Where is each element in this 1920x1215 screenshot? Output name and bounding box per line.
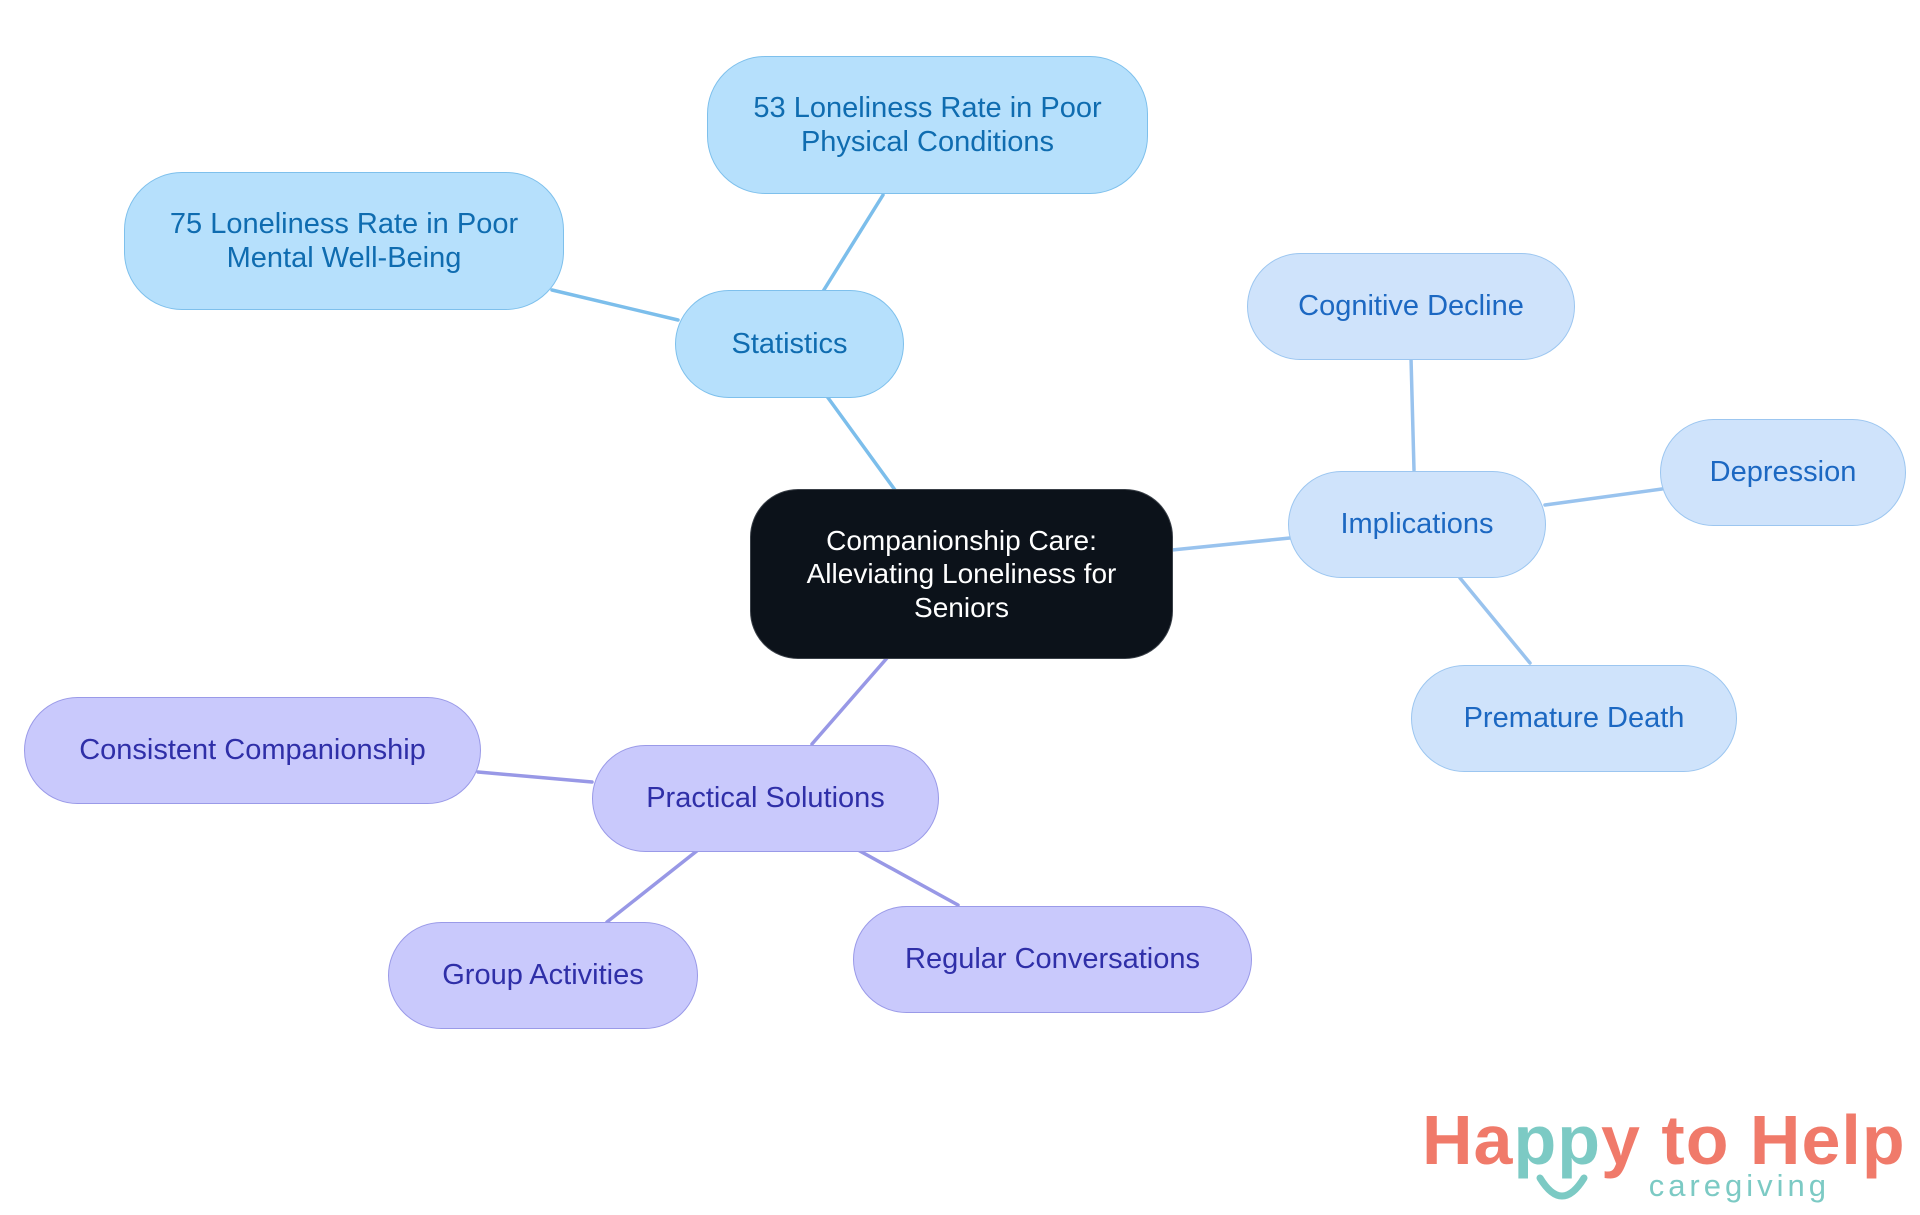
edge-statistics-physical	[820, 193, 885, 295]
consistent-companionship-label: Consistent Companionship	[79, 734, 426, 767]
depression-node: Depression	[1660, 419, 1906, 526]
physical-conditions-label: 53 Loneliness Rate in Poor Physical Cond…	[753, 91, 1102, 158]
logo-tagline: caregiving	[1648, 1168, 1830, 1203]
edge-implications-cognitive	[1409, 356, 1416, 472]
consistent-companionship-node: Consistent Companionship	[24, 697, 481, 804]
practical-solutions-label: Practical Solutions	[646, 782, 885, 815]
edge-root-statistics	[824, 393, 897, 492]
cognitive-decline-node: Cognitive Decline	[1247, 253, 1575, 360]
statistics-node: Statistics	[675, 290, 904, 398]
cognitive-decline-label: Cognitive Decline	[1298, 290, 1524, 323]
edge-root-practical	[810, 656, 889, 746]
group-activities-label: Group Activities	[442, 959, 644, 992]
implications-node: Implications	[1288, 471, 1546, 578]
edge-implications-death	[1458, 576, 1532, 665]
edge-practical-group	[605, 848, 700, 924]
statistics-label: Statistics	[731, 327, 848, 360]
logo-wordmark: Happy to Help	[1422, 1101, 1906, 1179]
edge-statistics-mental	[550, 288, 680, 322]
premature-death-label: Premature Death	[1463, 702, 1685, 735]
edge-practical-conversations	[856, 848, 960, 907]
smile-icon	[1536, 1174, 1588, 1200]
edge-implications-depression	[1543, 487, 1664, 507]
physical-conditions-node: 53 Loneliness Rate in Poor Physical Cond…	[707, 56, 1148, 194]
regular-conversations-node: Regular Conversations	[853, 906, 1252, 1013]
group-activities-node: Group Activities	[388, 922, 698, 1029]
implications-label: Implications	[1340, 508, 1494, 541]
practical-solutions-node: Practical Solutions	[592, 745, 939, 852]
root-label: Companionship Care: Alleviating Loneline…	[806, 525, 1117, 623]
edge-root-implications	[1170, 536, 1292, 552]
premature-death-node: Premature Death	[1411, 665, 1737, 772]
regular-conversations-label: Regular Conversations	[905, 943, 1200, 976]
edge-practical-companionship	[476, 770, 594, 784]
mental-wellbeing-label: 75 Loneliness Rate in Poor Mental Well-B…	[169, 207, 519, 274]
brand-logo: Happy to Help caregiving	[1422, 1100, 1905, 1210]
depression-label: Depression	[1709, 456, 1857, 489]
root-node: Companionship Care: Alleviating Loneline…	[750, 489, 1173, 659]
mental-wellbeing-node: 75 Loneliness Rate in Poor Mental Well-B…	[124, 172, 564, 310]
